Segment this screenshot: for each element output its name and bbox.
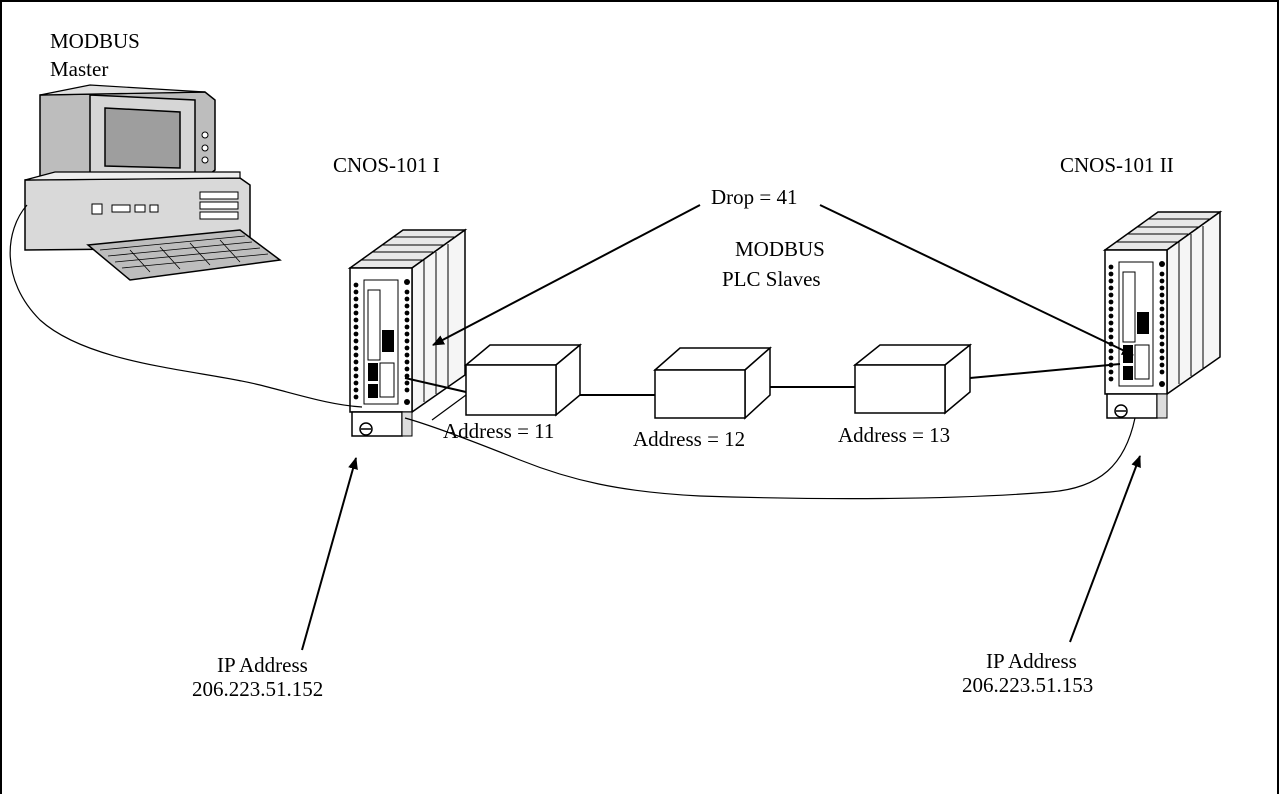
plc-box-12 xyxy=(653,346,772,420)
gateway-2-label: CNOS-101 II xyxy=(1060,153,1174,177)
plc-13-address: Address = 13 xyxy=(838,423,950,447)
ip-arrow-gw2 xyxy=(1069,455,1141,643)
ip-arrow-gw1 xyxy=(301,457,358,651)
drop-arrow-gw2 xyxy=(819,204,1134,356)
gateway-2-ip-label: IP Address xyxy=(986,649,1077,673)
plc-box-13 xyxy=(852,343,973,415)
gateway-1-label: CNOS-101 I xyxy=(333,153,440,177)
gateway-2-ip: 206.223.51.153 xyxy=(962,673,1093,697)
serial-link-plc13-gw2 xyxy=(969,363,1121,379)
plc-11-address: Address = 11 xyxy=(443,419,554,443)
cnos-101-i-device xyxy=(347,228,468,437)
master-cable xyxy=(9,204,363,408)
plc-12-address: Address = 12 xyxy=(633,427,745,451)
gw1-side-link xyxy=(431,394,467,421)
slaves-label-line1: MODBUS xyxy=(735,237,825,261)
gateway-1-ip-label: IP Address xyxy=(217,653,308,677)
plc-box-11 xyxy=(463,343,583,417)
slaves-label-line2: PLC Slaves xyxy=(722,267,821,291)
master-label-line2: Master xyxy=(50,57,108,81)
drop-arrow-gw1 xyxy=(432,204,701,346)
ethernet-cable xyxy=(404,417,1136,500)
drop-label: Drop = 41 xyxy=(711,185,798,209)
gateway-1-ip: 206.223.51.152 xyxy=(192,677,323,701)
serial-link-gw1-plc11 xyxy=(404,377,467,393)
computer-icon xyxy=(24,84,282,281)
master-label-line1: MODBUS xyxy=(50,29,140,53)
